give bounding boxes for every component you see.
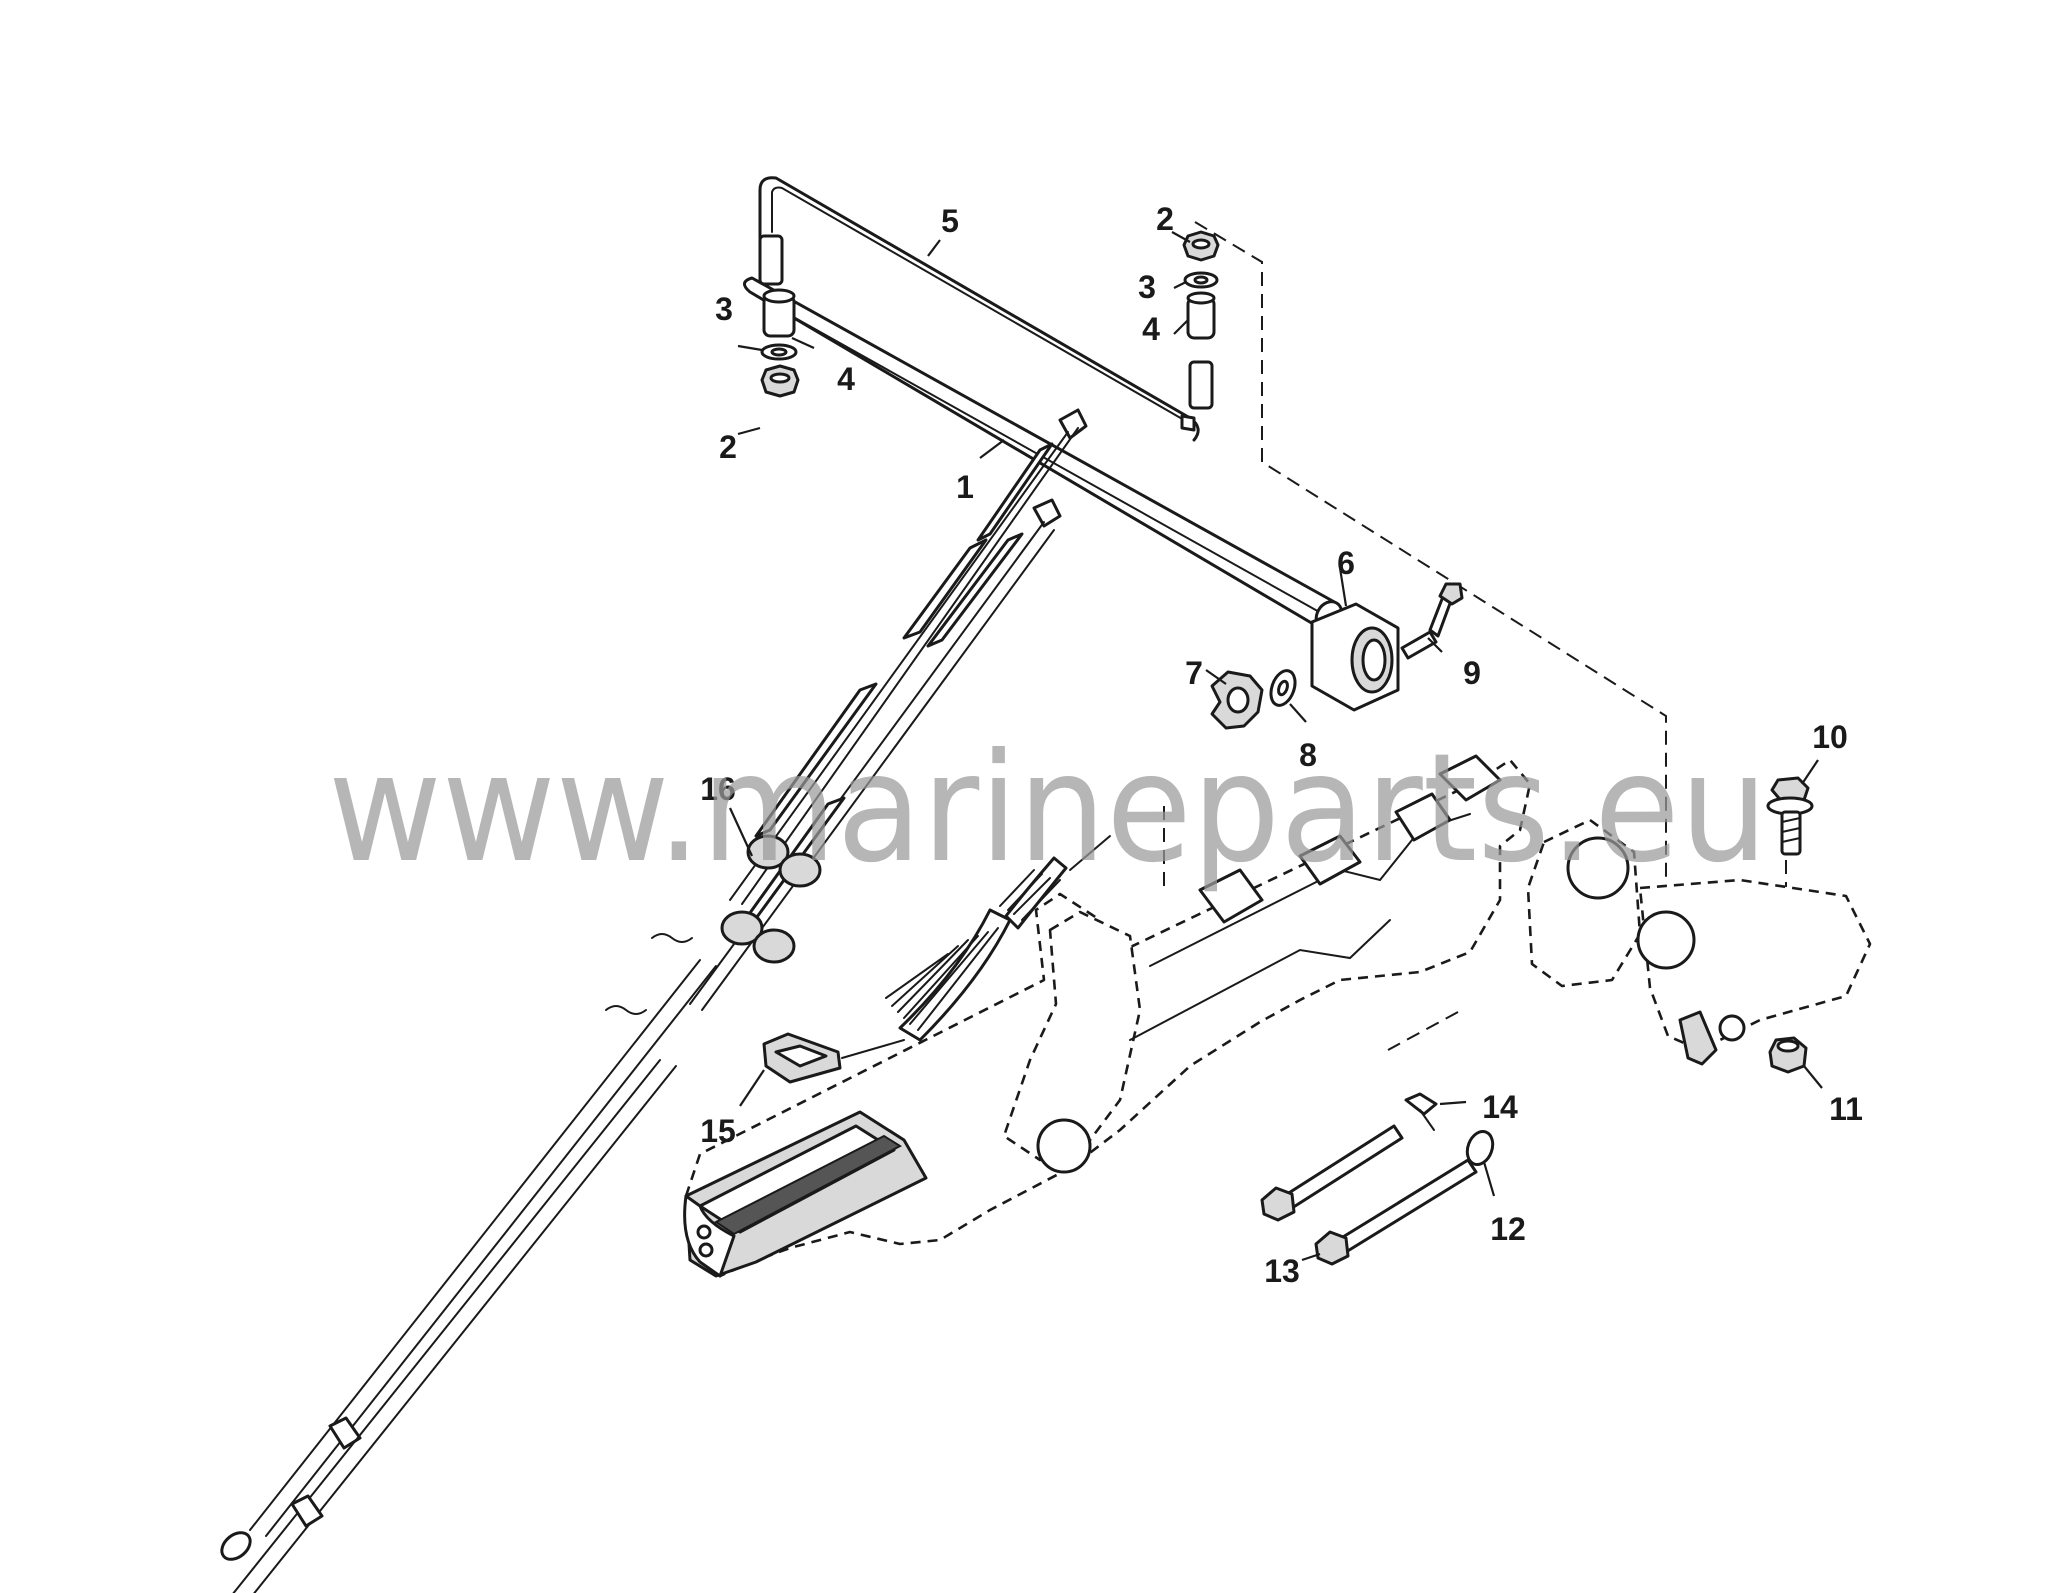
part-12-retaining-ring [1465, 1130, 1495, 1166]
callout-11: 11 [1829, 1091, 1863, 1127]
part-7-star-knob [1210, 670, 1264, 730]
callout-4-right: 4 [1142, 311, 1160, 347]
callout-14: 13 [1264, 1253, 1300, 1289]
rod-end-right-pin [1188, 360, 1214, 410]
part-15-return-spring [762, 835, 1111, 1084]
callout-labels: 5 1 2 3 4 2 3 4 6 7 8 9 10 11 14 12 13 1… [700, 201, 1863, 1289]
part-8-washer [1269, 669, 1297, 707]
callout-12: 12 [1490, 1211, 1526, 1247]
part-6-friction-block [1310, 602, 1400, 712]
callout-16: 16 [700, 771, 736, 807]
watermark-text: www.marineparts.eu [328, 722, 1768, 896]
callout-13: 14 [1482, 1089, 1518, 1125]
part-9-bolt [1400, 582, 1464, 660]
callout-4-left: 4 [837, 361, 855, 397]
rod-end-left-pin [758, 234, 784, 286]
callout-leaders [729, 231, 1823, 1262]
left-hardware-stack [758, 234, 800, 398]
callout-2-right: 2 [1156, 201, 1174, 237]
callout-7: 7 [1185, 655, 1203, 691]
callout-6: 6 [1337, 545, 1355, 581]
callout-10: 10 [1812, 719, 1848, 755]
callout-2-left: 2 [719, 429, 737, 465]
callout-9: 9 [1463, 655, 1481, 691]
callout-3-right: 3 [1138, 269, 1156, 305]
callout-15: 15 [700, 1113, 736, 1149]
assembly-reference-lines [1163, 221, 1787, 1051]
part-11-nut [1768, 1036, 1808, 1074]
part-1-straight-rod [743, 276, 1344, 632]
tiller-handle-assembly [683, 754, 1872, 1278]
right-hardware-stack [1182, 230, 1220, 410]
callout-1: 1 [956, 469, 974, 505]
part-14-pins [1260, 1124, 1478, 1266]
part-5-bent-rod [758, 176, 1200, 442]
part-13-clip [1404, 1092, 1438, 1131]
callout-3-left: 3 [715, 291, 733, 327]
part-10-flange-bolt [1766, 776, 1814, 856]
part-16-control-cables [220, 408, 1088, 1593]
callout-8: 8 [1299, 737, 1317, 773]
callout-5: 5 [941, 203, 959, 239]
